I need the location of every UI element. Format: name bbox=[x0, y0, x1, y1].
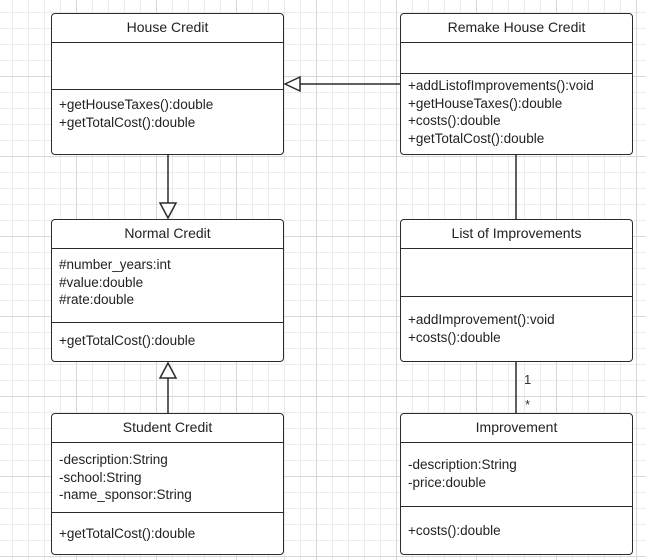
method: +getTotalCost():double bbox=[408, 130, 545, 146]
class-name: Normal Credit bbox=[52, 220, 283, 249]
methods-section: +addImprovement():void +costs():double bbox=[401, 297, 632, 346]
attributes-section: -description:String -price:double bbox=[401, 443, 632, 507]
method: +addImprovement():void bbox=[408, 312, 555, 327]
methods-section: +getTotalCost():double bbox=[52, 323, 283, 350]
methods-section: +addListofImprovements():void +getHouseT… bbox=[401, 74, 632, 147]
attribute: -name_sponsor:String bbox=[59, 487, 192, 502]
class-name: Improvement bbox=[401, 414, 632, 443]
class-list-of-improvements[interactable]: List of Improvements +addImprovement():v… bbox=[400, 219, 633, 362]
methods-section: +costs():double bbox=[401, 507, 632, 540]
attribute: #number_years:int bbox=[59, 257, 171, 272]
class-house-credit[interactable]: House Credit +getHouseTaxes():double +ge… bbox=[51, 13, 284, 155]
method: +costs():double bbox=[408, 113, 501, 128]
method: +costs():double bbox=[408, 329, 501, 345]
multiplicity-list-side: 1 bbox=[524, 372, 532, 387]
multiplicity-improvement-side: * bbox=[525, 397, 531, 412]
method: +getHouseTaxes():double bbox=[59, 97, 214, 112]
attribute: -description:String bbox=[59, 452, 168, 467]
attribute: #value:double bbox=[59, 274, 144, 290]
class-name: Student Credit bbox=[52, 414, 283, 443]
attribute: #rate:double bbox=[59, 292, 135, 307]
attributes-section bbox=[52, 43, 283, 90]
generalization-arrowhead-normal bbox=[158, 202, 178, 220]
class-name: List of Improvements bbox=[401, 220, 632, 249]
method: +costs():double bbox=[408, 523, 501, 538]
methods-section: +getTotalCost():double bbox=[52, 513, 283, 543]
attribute: -description:String bbox=[408, 457, 517, 472]
generalization-arrowhead-house bbox=[283, 75, 301, 93]
attributes-section: #number_years:int #value:double #rate:do… bbox=[52, 249, 283, 323]
methods-section: +getHouseTaxes():double +getTotalCost():… bbox=[52, 90, 283, 131]
class-name: Remake House Credit bbox=[401, 14, 632, 43]
method: +getTotalCost():double bbox=[59, 114, 196, 130]
class-normal-credit[interactable]: Normal Credit #number_years:int #value:d… bbox=[51, 219, 284, 362]
class-name: House Credit bbox=[52, 14, 283, 43]
generalization-arrowhead-normal-bottom bbox=[158, 361, 178, 379]
method: +addListofImprovements():void bbox=[408, 78, 594, 93]
method: +getTotalCost():double bbox=[59, 526, 196, 541]
class-improvement[interactable]: Improvement -description:String -price:d… bbox=[400, 413, 633, 555]
method: +getHouseTaxes():double bbox=[408, 95, 563, 111]
attributes-section bbox=[401, 43, 632, 74]
attribute: -school:String bbox=[59, 469, 142, 485]
class-student-credit[interactable]: Student Credit -description:String -scho… bbox=[51, 413, 284, 555]
method: +getTotalCost():double bbox=[59, 333, 196, 348]
attributes-section: -description:String -school:String -name… bbox=[52, 443, 283, 513]
attribute: -price:double bbox=[408, 474, 487, 490]
class-remake-house-credit[interactable]: Remake House Credit +addListofImprovemen… bbox=[400, 13, 633, 155]
attributes-section bbox=[401, 249, 632, 297]
